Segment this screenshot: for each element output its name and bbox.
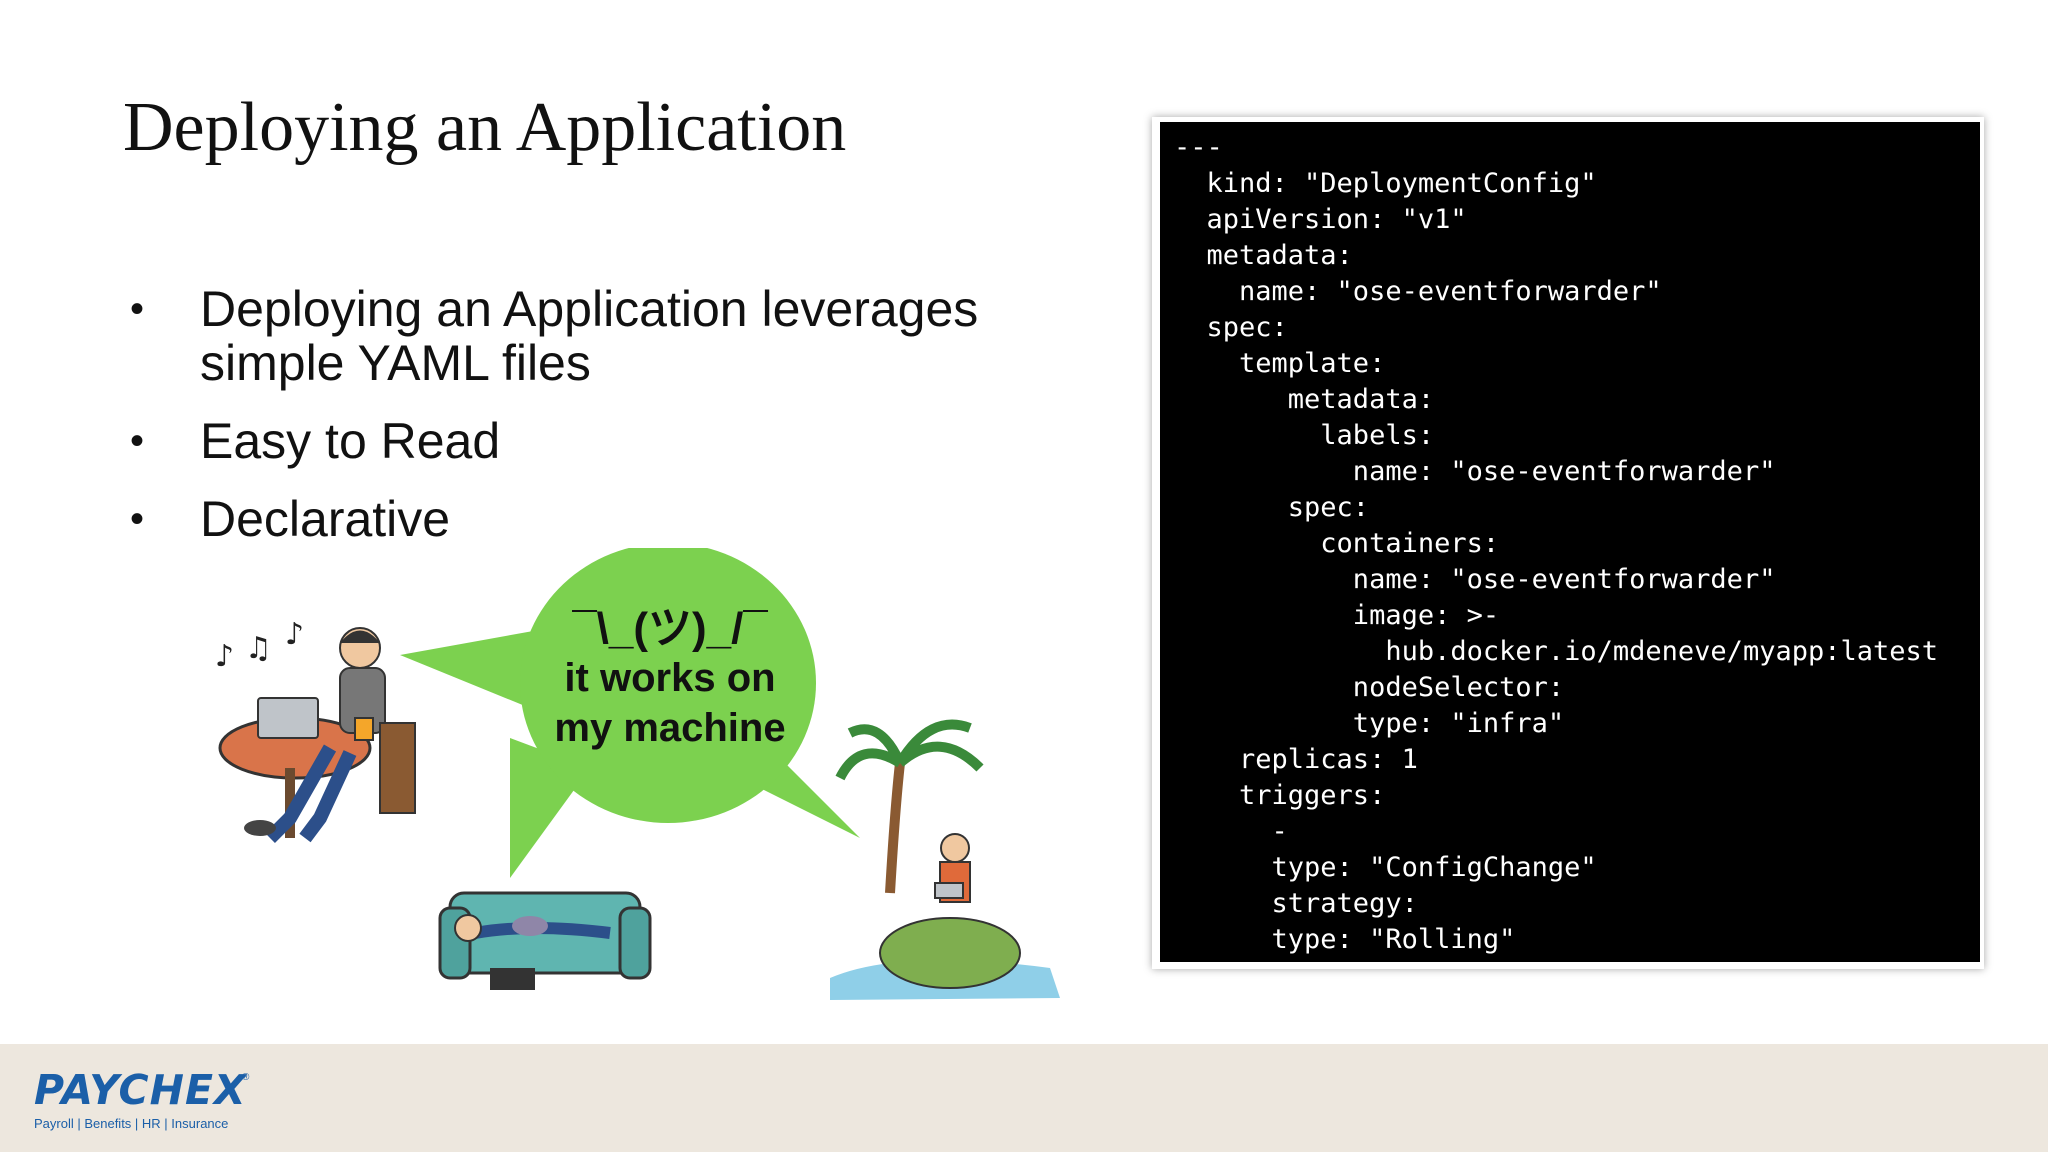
svg-text:♫: ♫ [245, 631, 272, 666]
footer-tagline: Payroll | Benefits | HR | Insurance [34, 1116, 229, 1131]
person-at-table-icon [218, 627, 416, 843]
paychex-logo: PAYCHEX [34, 1066, 247, 1114]
code-line: nodeSelector: [1352, 672, 1565, 703]
code-line: name: "ose-eventforwarder" [1239, 276, 1662, 307]
code-line: kind: "DeploymentConfig" [1206, 168, 1597, 199]
code-line: metadata: [1287, 384, 1435, 415]
code-line: hub.docker.io/mdeneve/myapp:latest [1385, 636, 1939, 667]
code-line: metadata: [1206, 240, 1353, 271]
shrug-emoticon: ¯\_(ツ)_/¯ [572, 604, 768, 653]
island-palm-tree-icon [830, 719, 1060, 1000]
code-line: type: "Rolling" [1174, 924, 1516, 955]
yaml-code-block: --- kind: "DeploymentConfig" apiVersion:… [1160, 122, 1980, 962]
bullet-item: Deploying an Application leverages simpl… [130, 282, 1060, 390]
svg-text:♪: ♪ [285, 617, 304, 652]
bubble-text-line2: my machine [554, 706, 786, 750]
code-line: image: >- [1352, 600, 1500, 631]
registered-mark: ® [242, 1072, 250, 1083]
music-notes-icon: ♪ ♫ ♪ [215, 617, 304, 674]
bubble-text-line1: it works on [564, 656, 776, 700]
yaml-code-text: --- kind: "DeploymentConfig" apiVersion:… [1160, 122, 1980, 962]
footer-bar [0, 1044, 2048, 1152]
code-line: labels: [1320, 420, 1435, 451]
code-line: strategy: [1271, 888, 1418, 919]
bullet-item: Declarative [130, 492, 1060, 546]
code-line: template: [1239, 348, 1386, 379]
code-line: spec: [1287, 492, 1370, 523]
code-line: type: "infra" [1352, 708, 1565, 739]
code-line: type: "ConfigChange" [1271, 852, 1597, 883]
speech-bubble [400, 548, 860, 878]
slide-title: Deploying an Application [123, 89, 847, 166]
works-on-my-machine-illustration: ♪ ♫ ♪ [215, 548, 1060, 1000]
code-line: - [1271, 816, 1288, 847]
code-line: replicas: 1 [1239, 744, 1418, 775]
code-line: spec: [1206, 312, 1288, 343]
bullet-item: Easy to Read [130, 414, 1060, 468]
code-line: containers: [1320, 528, 1500, 559]
svg-text:♪: ♪ [215, 639, 234, 674]
code-line: name: "ose-eventforwarder" [1352, 456, 1776, 487]
bullet-list: Deploying an Application leverages simpl… [130, 282, 1060, 570]
code-line: apiVersion: "v1" [1206, 204, 1467, 235]
code-line: name: "ose-eventforwarder" [1352, 564, 1776, 595]
code-line: --- [1174, 132, 1223, 163]
code-line: triggers: [1239, 780, 1386, 811]
couch-person-icon [438, 891, 652, 990]
